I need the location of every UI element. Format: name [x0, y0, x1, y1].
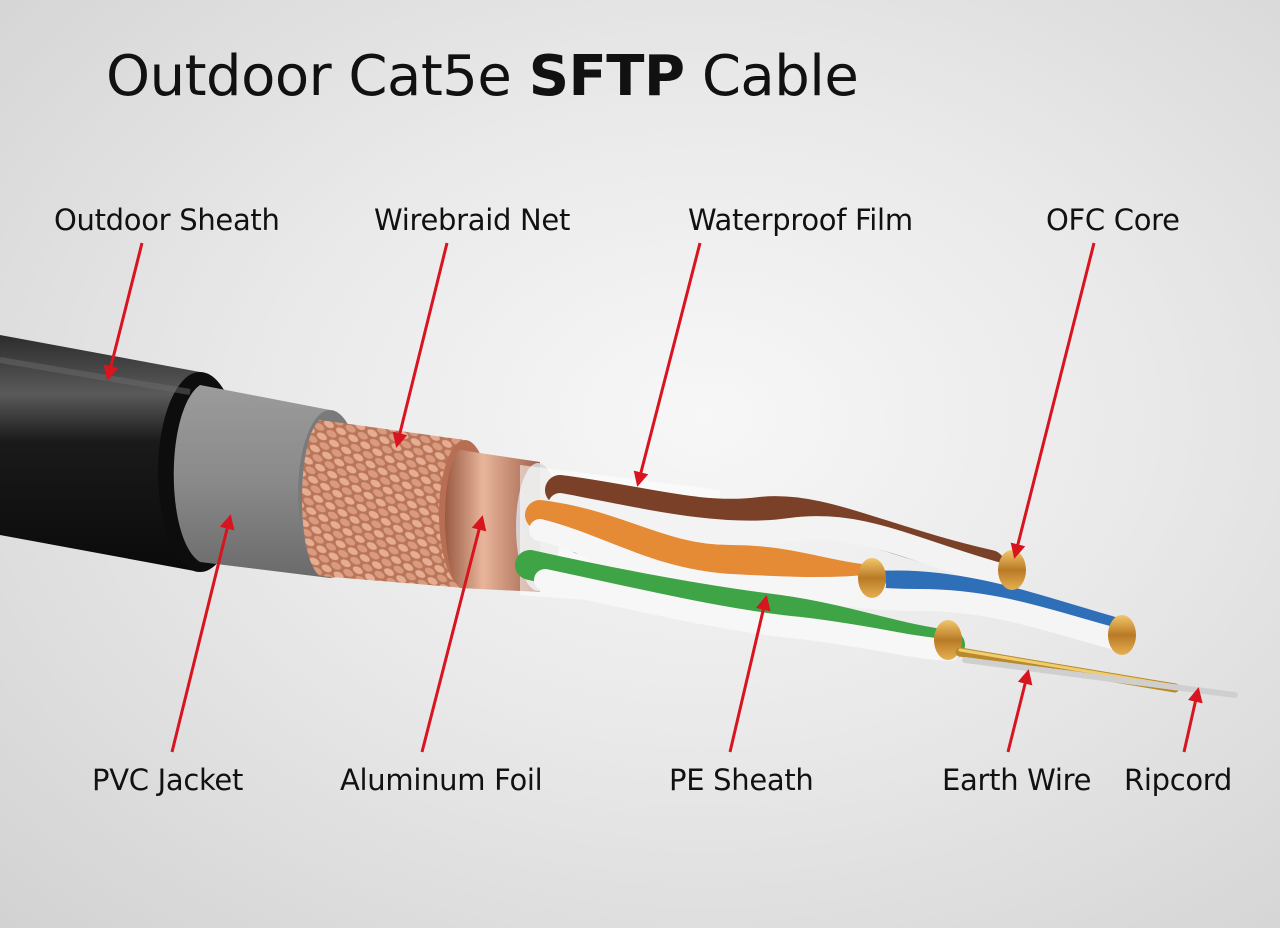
arrow-pvc-jacket: [170, 514, 235, 753]
ripcord-shape: [962, 657, 1238, 698]
arrow-ripcord: [1182, 687, 1203, 753]
title-bold: SFTP: [528, 44, 685, 109]
arrow-pe-sheath: [728, 595, 771, 753]
label-ripcord: Ripcord: [1124, 763, 1233, 797]
label-waterproof-film: Waterproof Film: [688, 203, 913, 237]
label-earth-wire: Earth Wire: [942, 763, 1092, 797]
label-pe-sheath: PE Sheath: [669, 763, 814, 797]
title-part2: Cable: [684, 44, 859, 109]
annotation-arrows: [103, 242, 1203, 753]
page-title: Outdoor Cat5e SFTP Cable: [106, 44, 859, 109]
arrow-ofc-core: [1010, 242, 1096, 559]
label-aluminum-foil: Aluminum Foil: [340, 763, 543, 797]
label-outdoor-sheath: Outdoor Sheath: [54, 203, 280, 237]
arrow-outdoor-sheath: [103, 242, 144, 381]
arrow-earth-wire: [1006, 669, 1033, 753]
arrow-aluminum-foil: [420, 515, 487, 753]
label-wirebraid-net: Wirebraid Net: [374, 203, 571, 237]
copper-cores: [858, 550, 1136, 660]
title-part1: Outdoor Cat5e: [106, 44, 529, 109]
arrow-waterproof-film: [633, 242, 702, 487]
twisted-pairs: [515, 475, 1131, 661]
arrow-wirebraid-net: [392, 242, 449, 448]
label-pvc-jacket: PVC Jacket: [92, 763, 244, 797]
label-ofc-core: OFC Core: [1046, 203, 1180, 237]
